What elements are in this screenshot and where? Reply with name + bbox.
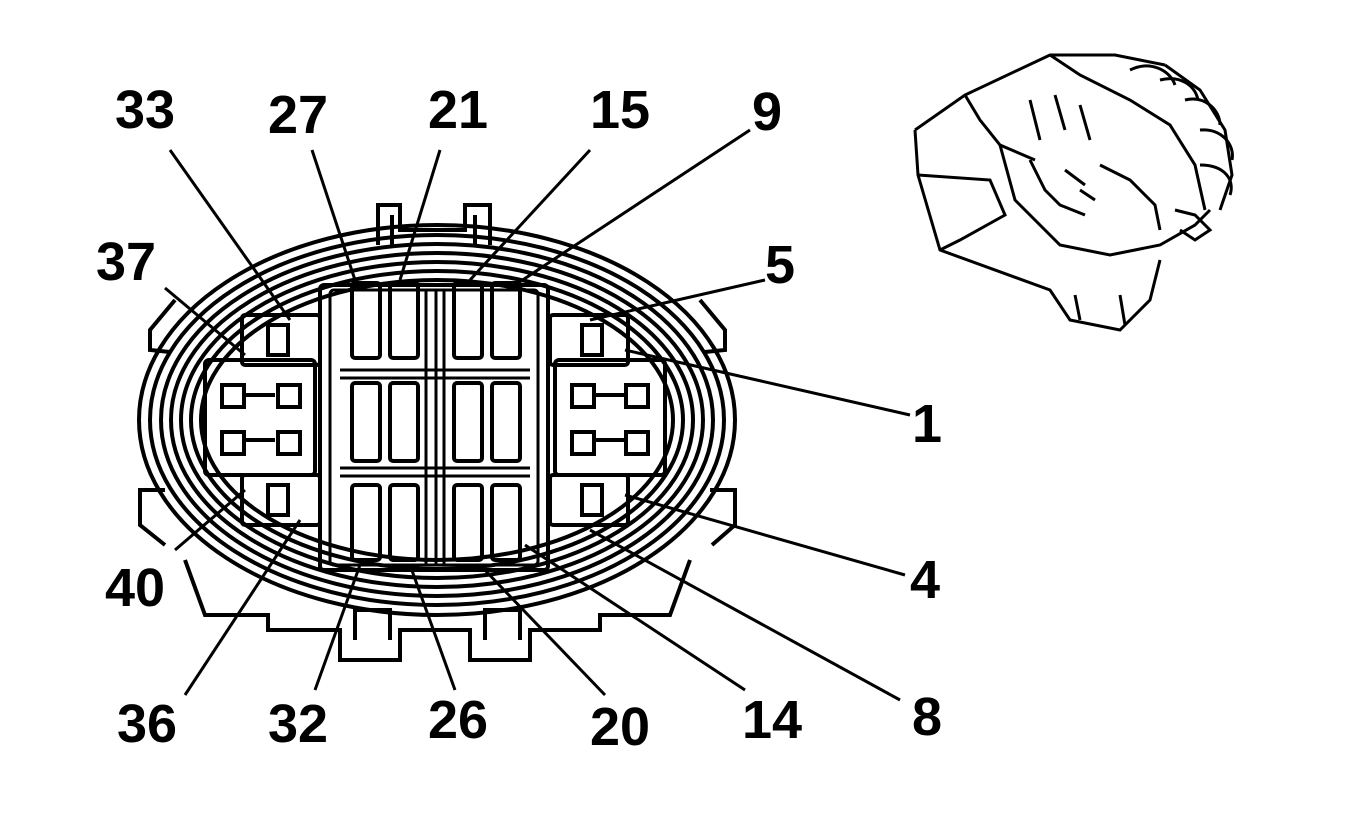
leader-27 bbox=[310, 149, 357, 281]
pin-label-26: 26 bbox=[428, 690, 488, 750]
leader-9 bbox=[514, 128, 751, 287]
pin-label-5: 5 bbox=[765, 235, 795, 295]
pin-label-40: 40 bbox=[105, 558, 165, 618]
leader-lines bbox=[164, 128, 911, 702]
leader-21 bbox=[398, 149, 442, 281]
pin-labels: 33 27 21 15 9 37 5 1 4 40 8 36 32 26 20 … bbox=[96, 80, 942, 757]
leader-26 bbox=[408, 564, 457, 691]
pin-label-1: 1 bbox=[912, 394, 942, 454]
connector-housing bbox=[137, 223, 737, 617]
leader-20 bbox=[478, 563, 607, 697]
connector-perspective-view bbox=[913, 53, 1234, 332]
center-terminals bbox=[350, 281, 522, 562]
leader-36 bbox=[183, 519, 302, 696]
leader-33 bbox=[168, 149, 292, 321]
pin-label-21: 21 bbox=[428, 80, 488, 140]
pin-label-32: 32 bbox=[268, 694, 328, 754]
pin-label-4: 4 bbox=[910, 550, 940, 610]
left-terminal-block bbox=[203, 313, 322, 527]
cavity-frame bbox=[318, 283, 550, 572]
leader-40 bbox=[174, 488, 246, 552]
pin-label-14: 14 bbox=[742, 690, 802, 750]
leader-37 bbox=[164, 286, 246, 357]
pin-label-37: 37 bbox=[96, 232, 156, 292]
right-terminal-block bbox=[548, 313, 667, 527]
side-ears bbox=[138, 298, 737, 547]
leader-15 bbox=[468, 148, 592, 282]
leader-14 bbox=[524, 543, 746, 692]
leader-8 bbox=[589, 528, 901, 702]
leader-4 bbox=[624, 493, 906, 577]
top-latch bbox=[376, 203, 492, 245]
pin-label-8: 8 bbox=[912, 687, 942, 747]
bottom-keys bbox=[183, 559, 692, 662]
pin-label-27: 27 bbox=[268, 85, 328, 145]
leader-32 bbox=[313, 564, 362, 691]
pin-label-9: 9 bbox=[752, 82, 782, 142]
leader-5 bbox=[589, 278, 766, 322]
leader-1 bbox=[624, 348, 911, 417]
pin-label-15: 15 bbox=[590, 80, 650, 140]
pin-label-36: 36 bbox=[117, 694, 177, 754]
pin-label-20: 20 bbox=[590, 697, 650, 757]
pin-label-33: 33 bbox=[115, 80, 175, 140]
